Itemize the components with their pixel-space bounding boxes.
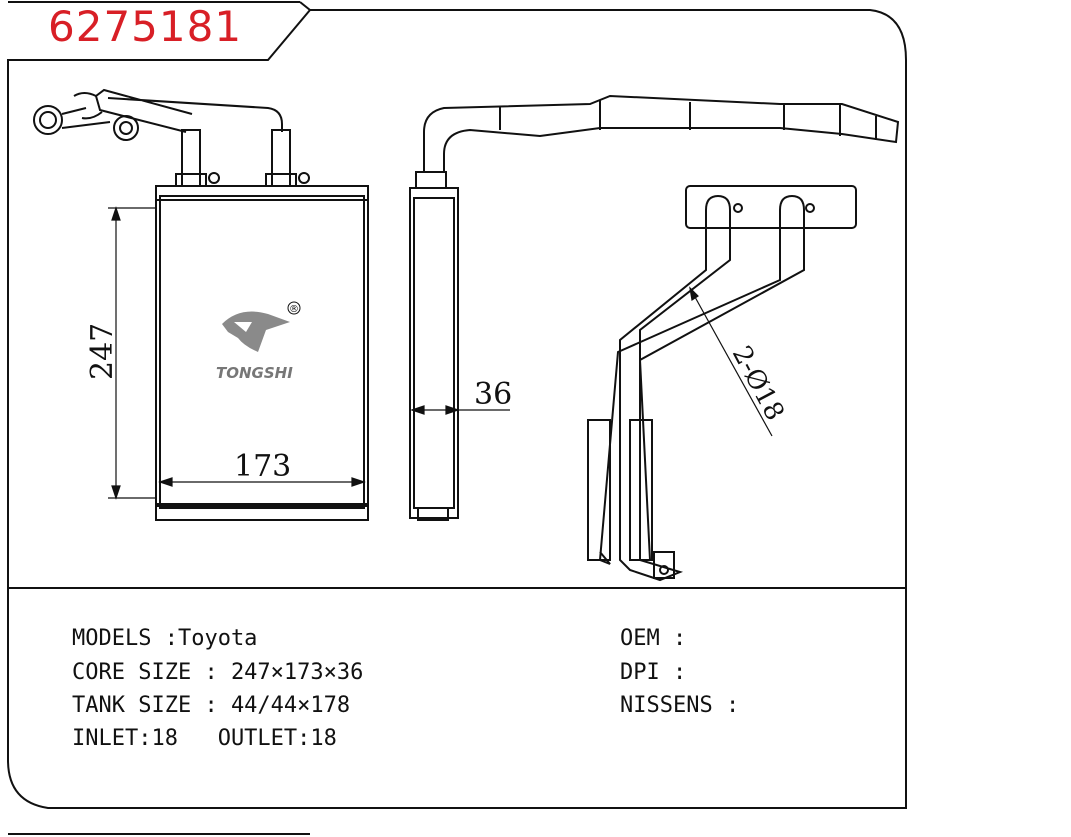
title-tab-diagonal [299, 1, 311, 11]
dimension-thickness [410, 405, 510, 415]
spec-models: MODELS :Toyota [72, 626, 258, 651]
spec-core-size: CORE SIZE : 247×173×36 [72, 660, 364, 685]
dimension-height [108, 206, 156, 500]
front-view [33, 88, 369, 521]
outer-frame [7, 9, 907, 809]
inlet-pipe [181, 129, 201, 187]
spec-oem: OEM : [620, 626, 687, 651]
outlet-pipe [271, 129, 291, 187]
spec-inlet-outlet: INLET:18 OUTLET:18 [72, 726, 337, 751]
dimension-width [158, 477, 366, 487]
logo: ® TONGSHI [216, 301, 301, 382]
mounting-flange [685, 185, 857, 229]
part-number: 6275181 [48, 2, 243, 51]
pipe-diameter-callout [689, 286, 773, 437]
pipe-diameter-label: 2-Ø18 [726, 341, 790, 425]
side-core [409, 187, 459, 519]
side-view [409, 94, 900, 521]
spec-dpi: DPI : [620, 660, 687, 685]
thickness-label: 36 [474, 377, 512, 412]
spec-tank-size: TANK SIZE : 44/44×178 [72, 693, 351, 718]
logo-wordmark: TONGSHI [216, 364, 293, 382]
top-view [587, 185, 857, 582]
logo-emblem [222, 311, 290, 352]
width-label: 173 [234, 449, 291, 484]
logo-registered-mark: ® [289, 304, 299, 315]
spec-nissens: NISSENS : [620, 693, 740, 718]
height-label: 247 [85, 323, 120, 380]
